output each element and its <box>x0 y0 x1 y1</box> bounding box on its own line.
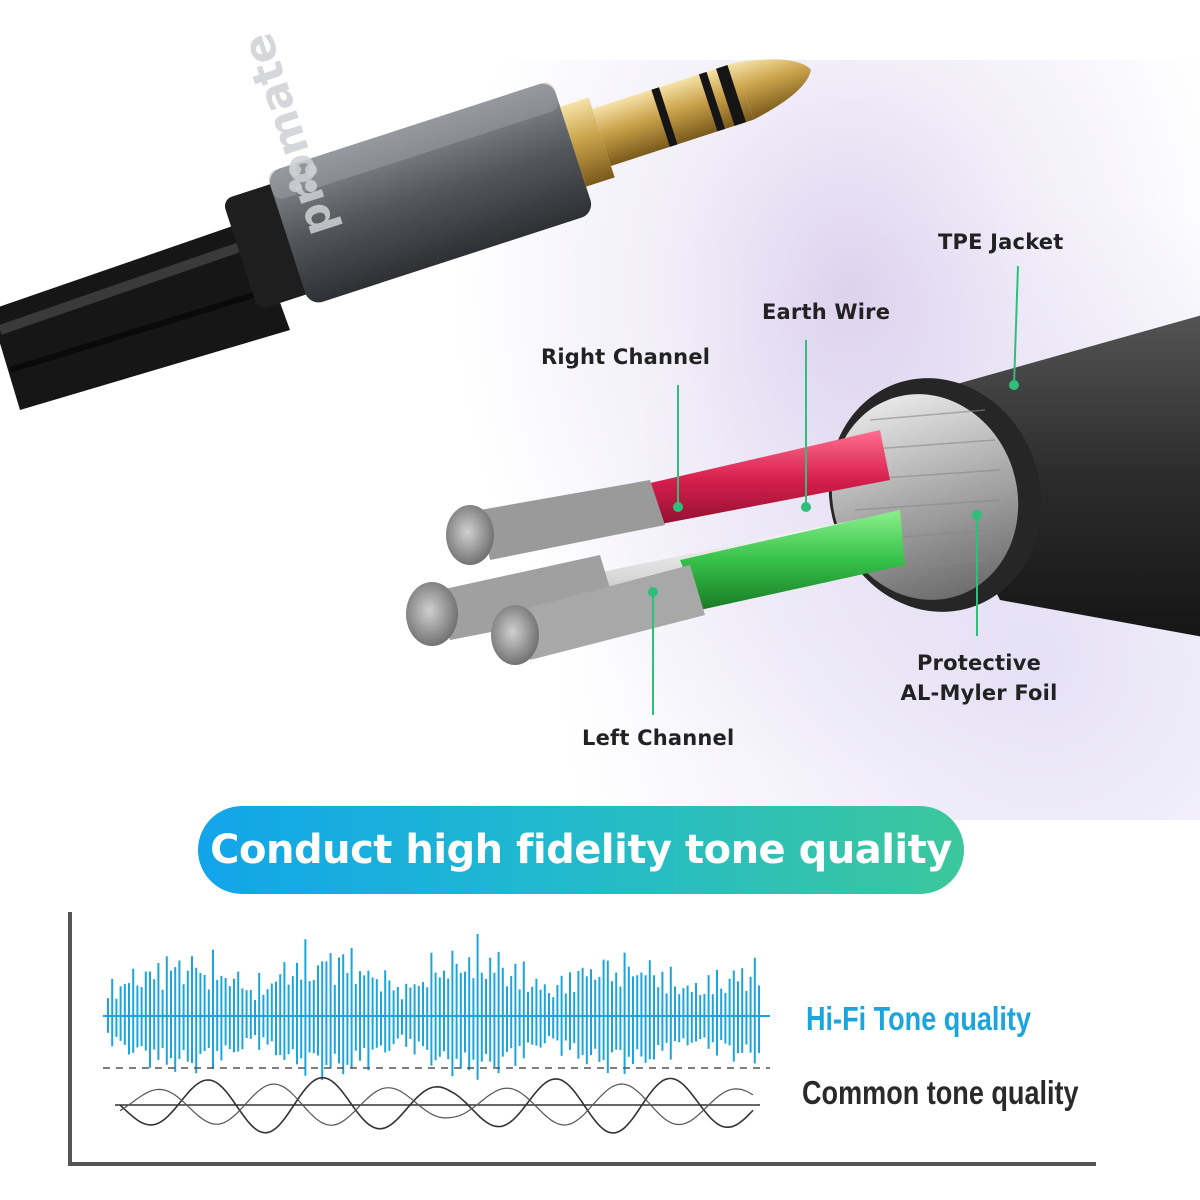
plug-cable <box>0 220 290 410</box>
protective-foil-label-line2: AL-Myler Foil <box>900 681 1058 705</box>
headline-banner: Conduct high fidelity tone quality <box>198 806 964 894</box>
hifi-waveform <box>107 934 760 1081</box>
protective-foil-label: Protective AL-Myler Foil <box>889 648 1069 708</box>
common-label: Common tone quality <box>802 1074 1079 1111</box>
earth-wire-label: Earth Wire <box>762 300 891 324</box>
common-waveform-b <box>119 1083 754 1126</box>
common-waveform-a <box>119 1077 754 1134</box>
tpe-jacket-label: TPE Jacket <box>938 230 1064 254</box>
waveform-comparison <box>68 912 1096 1166</box>
label-pointer-dots <box>648 380 1019 597</box>
hifi-label: Hi-Fi Tone quality <box>806 1000 1032 1037</box>
cable-illustration: promate <box>0 27 1200 715</box>
waveform-frame <box>68 912 1096 1166</box>
plug-assembly <box>224 59 811 308</box>
headline-text: Conduct high fidelity tone quality <box>210 827 952 873</box>
label-pointers <box>652 265 1019 715</box>
brand-logo-mark <box>289 164 317 192</box>
cable-cross-section <box>406 315 1200 665</box>
left-channel-label: Left Channel <box>582 726 735 750</box>
right-channel-label: Right Channel <box>541 345 711 369</box>
protective-foil-label-line1: Protective <box>916 651 1042 675</box>
